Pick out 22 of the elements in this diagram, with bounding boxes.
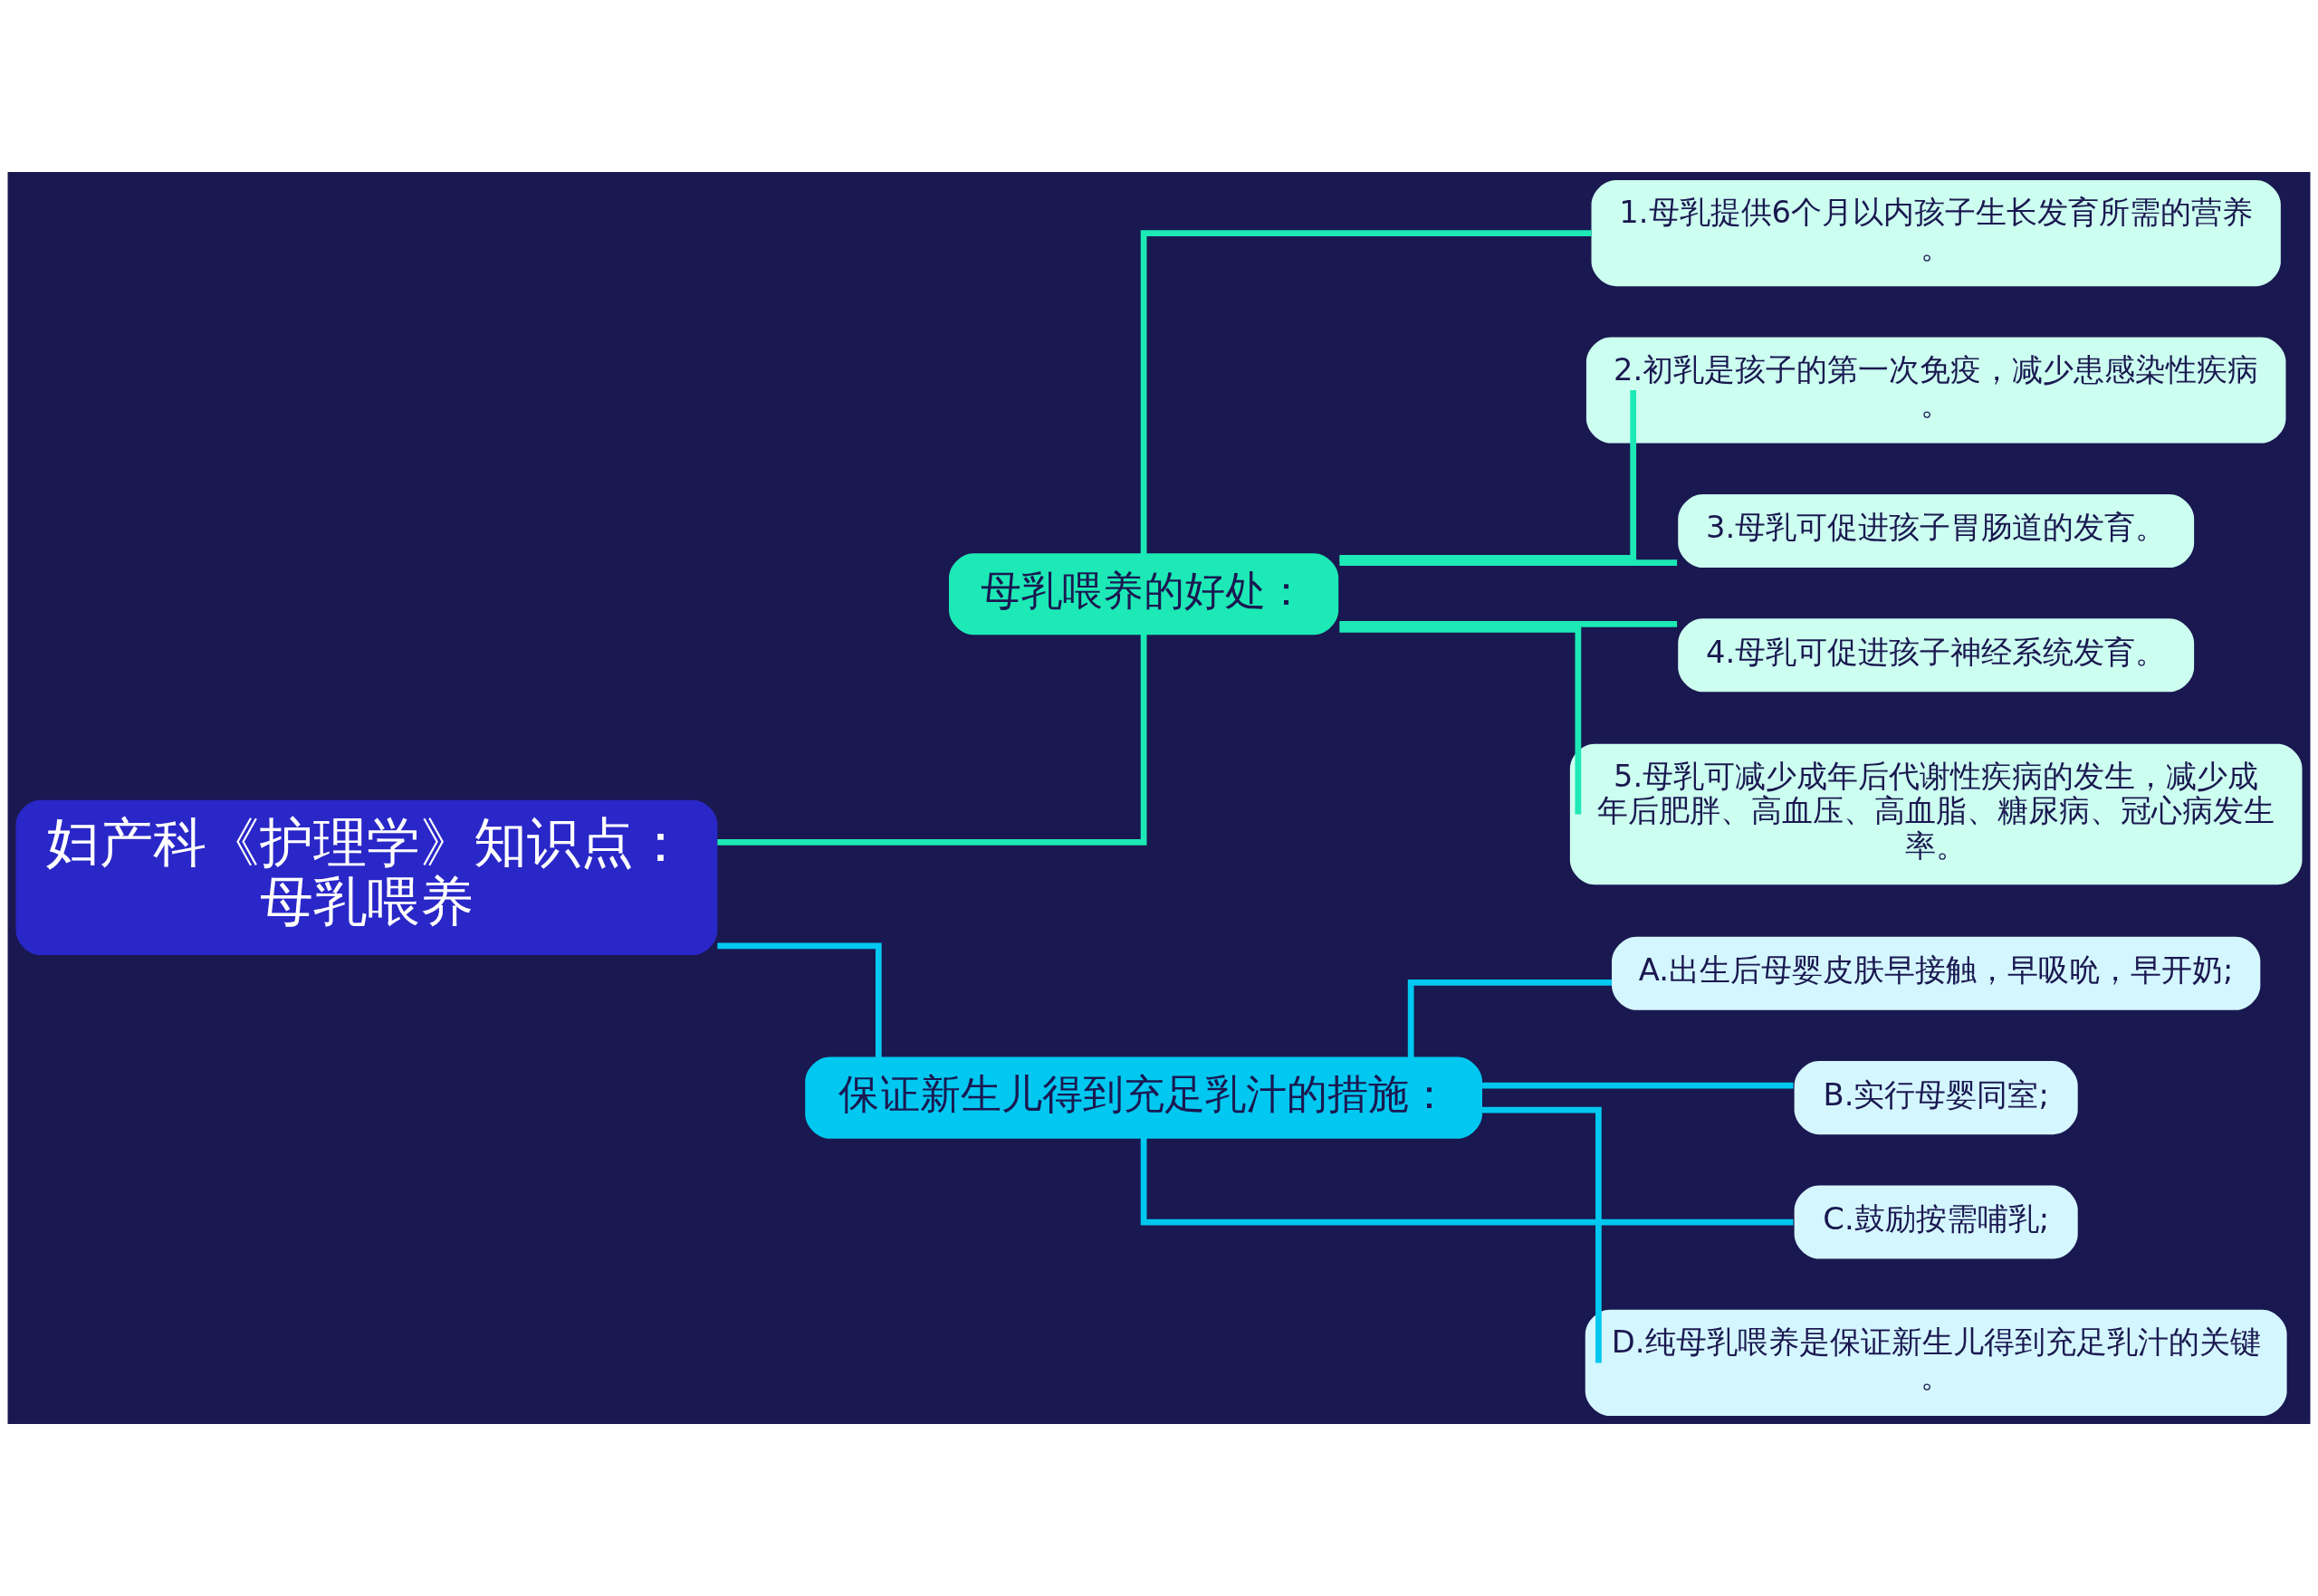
connector xyxy=(1140,230,1592,595)
node-box: 1.母乳提供6个月以内孩子生长发育所需的营养。 xyxy=(1591,180,2281,287)
connector xyxy=(1339,620,1678,627)
node-box: 妇产科《护理学》知识点：母乳喂养 xyxy=(15,799,718,955)
connector xyxy=(1339,626,1582,815)
connector xyxy=(1482,1082,1794,1089)
connector xyxy=(1339,390,1637,561)
node-box: 母乳喂养的好处： xyxy=(949,553,1339,636)
connector xyxy=(717,594,1147,846)
node-box: 4.母乳可促进孩子神经系统发育。 xyxy=(1678,618,2195,693)
node-box: 5.母乳可减少成年后代谢性疾病的发生，减少成年后肥胖、高血压、高血脂、糖尿病、冠心病发生率。 xyxy=(1569,743,2303,885)
node-box: 3.母乳可促进孩子胃肠道的发育。 xyxy=(1678,493,2195,568)
node-box: C.鼓励按需哺乳; xyxy=(1794,1185,2078,1259)
node-box: A.出生后母婴皮肤早接触，早吸吮，早开奶; xyxy=(1612,936,2261,1010)
node-box: D.纯母乳喂养是保证新生儿得到充足乳汁的关键。 xyxy=(1585,1309,2287,1416)
connector xyxy=(1140,1097,1794,1226)
node-box: 2.初乳是孩子的第一次免疫，减少患感染性疾病。 xyxy=(1585,337,2286,444)
node-box: B.实行母婴同室; xyxy=(1794,1061,2078,1135)
node-box: 保证新生儿得到充足乳汁的措施： xyxy=(805,1056,1482,1139)
connector xyxy=(1339,559,1678,567)
connector xyxy=(717,942,882,1098)
connector xyxy=(1482,1106,1602,1363)
